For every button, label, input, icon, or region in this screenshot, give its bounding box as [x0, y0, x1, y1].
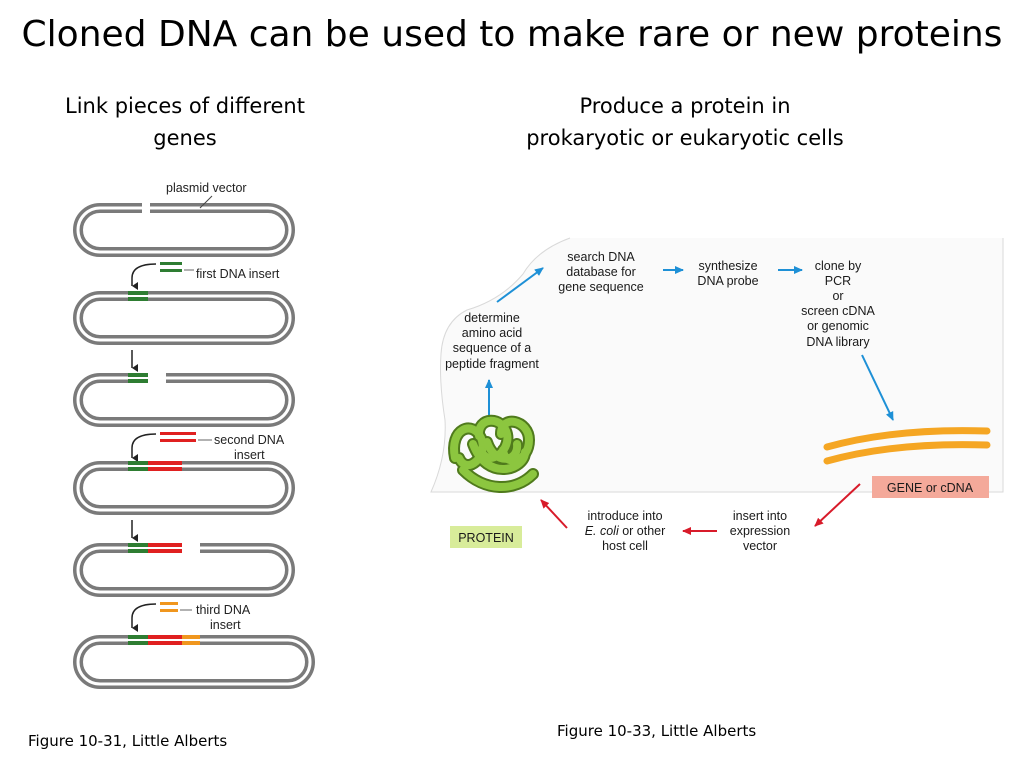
plasmid-with-first-insert [73, 291, 295, 345]
step-insert-line2: expression [730, 524, 790, 538]
step-introduce-line1: introduce into [587, 509, 662, 523]
plasmid-with-second-insert [73, 461, 295, 515]
protein-label: PROTEIN [458, 531, 514, 545]
gene-label: GENE or cDNA [887, 481, 974, 495]
step-synthesize-line1: synthesize [698, 259, 757, 273]
third-insert-label-line1: third DNA [196, 603, 251, 617]
right-heading-line2: prokaryotic or eukaryotic cells [526, 126, 844, 150]
plasmid-vector-pointer [199, 195, 213, 209]
third-insert-fragment [160, 602, 178, 612]
second-insert-label-line2: insert [234, 448, 265, 462]
step-clone-line2: PCR [825, 274, 851, 288]
second-insert-label-line1: second DNA [214, 433, 285, 447]
protein-production-diagram: search DNA database for gene sequence sy… [430, 237, 1004, 553]
first-insert-arrow [131, 263, 157, 290]
plasmid-opened-after-second [73, 543, 295, 597]
step-clone-line5: or genomic [807, 319, 869, 333]
gene-strands [823, 427, 991, 465]
step-synthesize-line2: DNA probe [697, 274, 758, 288]
step-determine-line1: determine [464, 311, 520, 325]
right-heading-line1: Produce a protein in [579, 94, 791, 118]
plasmid-insert-diagram: plasmid vector first DNA insert second D… [73, 181, 315, 689]
left-heading-line2: genes [153, 126, 217, 150]
step-determine-line4: peptide fragment [445, 357, 539, 371]
step-insert-line3: vector [743, 539, 777, 553]
plasmid-opened-after-first [73, 373, 295, 427]
arrow-determine-to-search [496, 267, 544, 303]
left-figure-caption: Figure 10-31, Little Alberts [28, 732, 228, 750]
second-insert-arrow [131, 433, 157, 462]
protein-coil-icon [448, 414, 539, 493]
second-insert-fragment [160, 432, 196, 442]
step-determine-line3: sequence of a [453, 341, 532, 355]
slide-title: Cloned DNA can be used to make rare or n… [21, 14, 1003, 55]
third-insert-arrow [131, 603, 157, 632]
step-clone-line1: clone by [815, 259, 862, 273]
first-insert-label: first DNA insert [196, 267, 280, 281]
step-clone-line3: or [832, 289, 843, 303]
left-column-heading: Link pieces of different genes [20, 90, 350, 154]
arrow-introduce-to-protein [540, 499, 568, 529]
step-search-line3: gene sequence [558, 280, 644, 294]
gene-label-box [872, 476, 989, 498]
step-clone-line4: screen cDNA [801, 304, 875, 318]
step-search-line2: database for [566, 265, 636, 279]
step-insert-line1: insert into [733, 509, 787, 523]
plasmid-vector-open [73, 203, 295, 257]
figure-background-edge [430, 237, 1004, 493]
arrow-clone-to-gene [861, 354, 894, 421]
step-introduce-line2: E. coli or other [585, 524, 666, 538]
step-search-line1: search DNA [567, 250, 635, 264]
first-insert-fragment [160, 262, 182, 272]
protein-label-box [450, 526, 522, 548]
third-insert-label-line2: insert [210, 618, 241, 632]
plasmid-with-third-insert [73, 635, 315, 689]
step-clone-line6: DNA library [806, 335, 870, 349]
right-figure-caption: Figure 10-33, Little Alberts [557, 722, 757, 740]
plasmid-vector-label: plasmid vector [166, 181, 247, 195]
arrow-gene-to-insert [814, 483, 861, 527]
left-heading-line1: Link pieces of different [65, 94, 305, 118]
right-column-heading: Produce a protein in prokaryotic or euka… [460, 90, 910, 154]
step-determine-line2: amino acid [462, 326, 522, 340]
step-introduce-line3: host cell [602, 539, 648, 553]
